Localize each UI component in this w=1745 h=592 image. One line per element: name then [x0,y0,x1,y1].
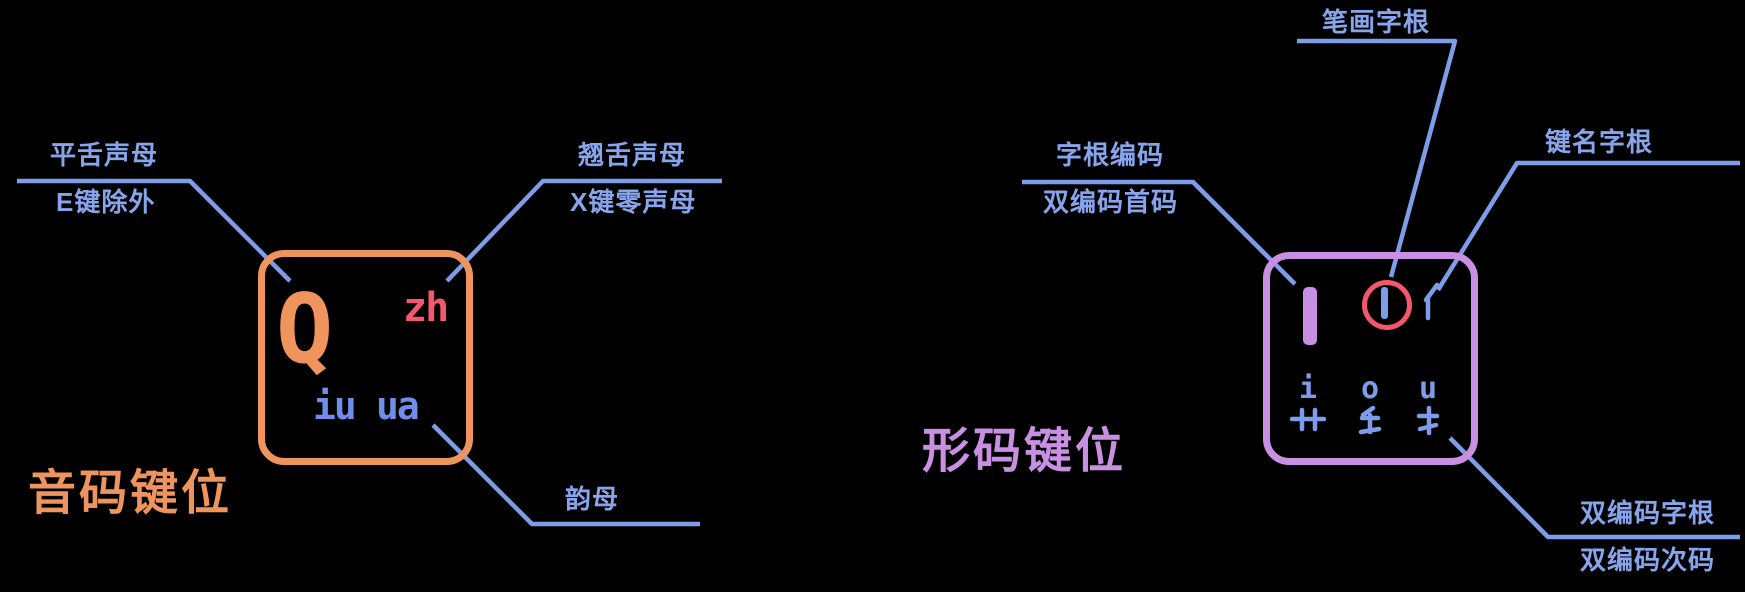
radical-person-icon [1423,282,1440,321]
dual-code-letter: o [1360,371,1380,406]
shape-section-title: 形码键位 [922,425,1127,478]
dual-code-letter: i [1298,371,1318,406]
pointer-line-final [431,423,700,527]
phonetic-keycap [258,250,473,465]
pointer-line-keyname-radical [1436,160,1740,292]
phonetic-section-title: 音码键位 [28,467,233,520]
final-iu: iu [313,384,357,428]
radical-metal-icon [1358,406,1382,435]
radical-grass-icon [1290,407,1326,432]
label-x-key-zero-initial: X键零声母 [570,187,697,217]
label-retroflex-initial: 翘舌声母 [578,140,687,170]
pointer-line-radical-code [1022,179,1297,286]
label-flat-tongue-initial: 平舌声母 [50,140,159,170]
label-dualcode-first-code: 双编码首码 [1043,187,1179,217]
radical-hand-icon [1416,406,1440,436]
pointer-line-retroflex [445,178,722,283]
label-except-e-key: E键除外 [56,187,156,217]
label-radical-code: 字根编码 [1056,140,1165,170]
dual-code-letter: u [1418,371,1438,406]
stroke-radical-circle [1362,280,1412,330]
retroflex-initial-zh: zh [403,285,449,331]
pointer-line-dualcode-radical [1448,436,1740,540]
pointer-line-flat-tongue [17,178,292,283]
label-dualcode-second-code: 双编码次码 [1580,545,1716,575]
dual-coded-group-1: i [1286,374,1330,432]
main-vertical-stroke-radical [1303,287,1317,345]
shape-keycap [1263,252,1478,465]
label-final: 韵母 [565,484,620,514]
circled-vertical-stroke-radical [1381,287,1388,319]
label-dualcode-radical: 双编码字根 [1580,498,1716,528]
key-letter-q: Q [276,275,334,385]
label-keyname-radical: 键名字根 [1545,127,1654,157]
dual-coded-group-2: o [1348,374,1392,436]
dual-coded-group-3: u [1406,374,1450,436]
pointer-line-stroke-radical [1297,38,1458,278]
final-ua: ua [376,384,420,428]
label-stroke-radical: 笔画字根 [1322,7,1431,37]
